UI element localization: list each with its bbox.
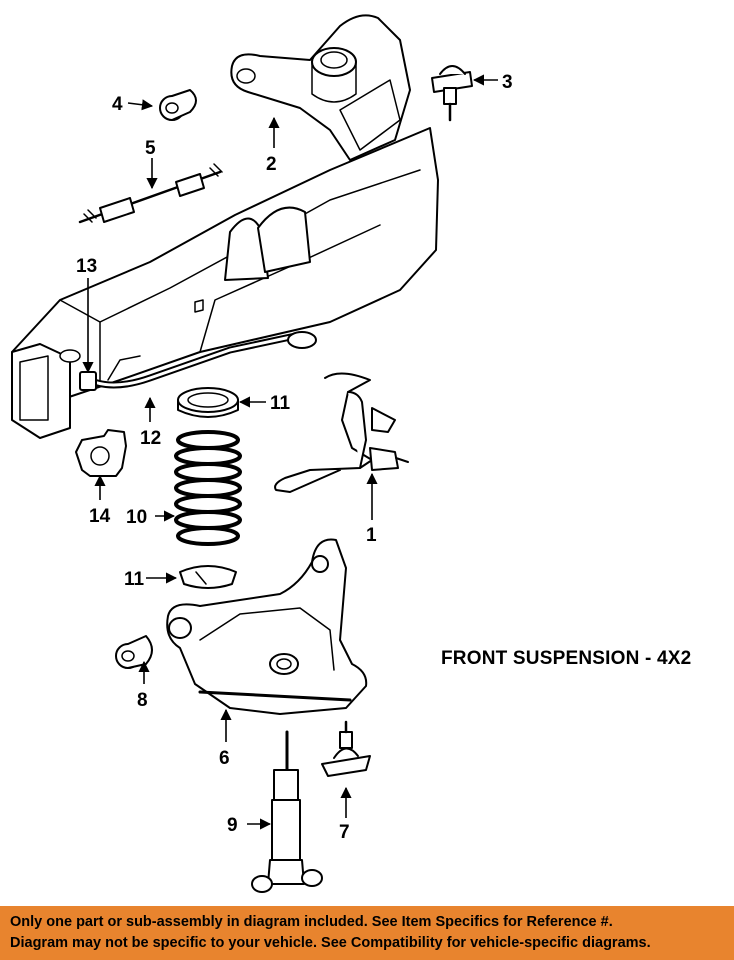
callout-4: 4	[112, 94, 123, 115]
upper-control-arm	[230, 14, 411, 161]
callouts: 1 2 3 4 5 6 7 8 9 10 11 11 12 13 14	[76, 72, 513, 843]
disclaimer-line-1: Only one part or sub-assembly in diagram…	[10, 914, 613, 930]
callout-7: 7	[339, 822, 350, 843]
callout-12: 12	[140, 428, 161, 449]
diagram-title: FRONT SUSPENSION - 4X2	[441, 648, 692, 669]
lower-spring-insulator	[179, 565, 237, 589]
cross-shaft	[78, 163, 223, 224]
lower-control-arm	[166, 538, 368, 715]
callout-8: 8	[137, 690, 148, 711]
stabilizer-clamp	[75, 429, 127, 477]
steering-knuckle	[274, 372, 409, 493]
upper-spring-insulator	[177, 387, 239, 418]
callout-11-upper: 11	[270, 393, 291, 414]
callout-14: 14	[89, 506, 111, 527]
suspension-diagram: 1 2 3 4 5 6 7 8 9 10 11 11 12 13 14	[11, 14, 513, 893]
shock-absorber	[251, 730, 323, 893]
frame-crossmember	[11, 127, 439, 439]
callout-3: 3	[502, 72, 513, 93]
callout-9: 9	[227, 815, 238, 836]
callout-13: 13	[76, 256, 97, 277]
stabilizer-bar	[79, 331, 317, 391]
upper-bushing	[159, 89, 197, 121]
callout-6: 6	[219, 748, 230, 769]
callout-5: 5	[145, 138, 156, 159]
callout-11-lower: 11	[124, 569, 145, 590]
leader-lines	[82, 74, 498, 830]
callout-2: 2	[266, 154, 277, 175]
disclaimer-line-2: Diagram may not be specific to your vehi…	[10, 935, 651, 951]
lower-bushing	[115, 635, 153, 669]
disclaimer-banner: Only one part or sub-assembly in diagram…	[0, 906, 734, 960]
upper-ball-joint	[431, 65, 473, 122]
coil-spring	[174, 430, 242, 546]
callout-10: 10	[126, 507, 147, 528]
callout-1: 1	[366, 525, 377, 546]
lower-ball-joint	[321, 720, 371, 777]
